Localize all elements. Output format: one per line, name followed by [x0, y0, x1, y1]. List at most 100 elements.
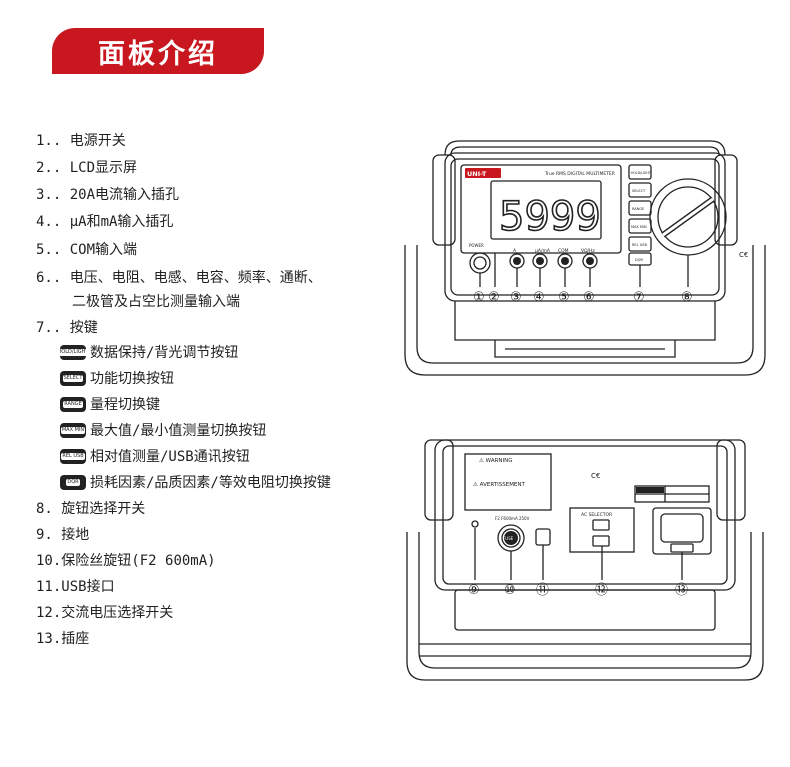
item-number: 3.	[36, 187, 53, 203]
item-text: 旋钮选择开关	[52, 501, 146, 517]
handle-outline	[444, 140, 726, 156]
callout-8: ⑧	[681, 290, 693, 305]
item-text: . 按键	[52, 320, 98, 336]
item-number: 1.	[36, 133, 53, 149]
button-label: SELECT	[632, 189, 646, 193]
select-button	[628, 182, 652, 198]
stand-outline	[406, 532, 764, 681]
list-item: 二极管及占空比测量输入端	[72, 291, 240, 311]
item-number: 5.	[36, 242, 53, 258]
list-item: 12.交流电压选择开关	[36, 602, 173, 622]
item-number: 13.	[36, 631, 62, 647]
item-number: 2.	[36, 160, 53, 176]
right-bracket	[714, 154, 738, 246]
fuse-text: FUSE	[503, 536, 514, 541]
list-item: 4.. μA和mA输入插孔	[36, 211, 173, 231]
list-item: 3.. 20A电流输入插孔	[36, 184, 179, 204]
item-text: 交流电压选择开关	[61, 605, 174, 621]
item-number: 6.	[36, 270, 53, 286]
avertissement-heading: ⚠ AVERTISSEMENT	[473, 482, 526, 488]
key-text: 相对值测量/USB通讯按钮	[90, 449, 250, 465]
item-text: 二极管及占空比测量输入端	[72, 294, 240, 310]
button-label: HOLD/LIGHT	[631, 171, 651, 175]
list-item: 5.. COM输入端	[36, 239, 137, 259]
item-text: . LCD显示屏	[52, 160, 138, 176]
item-number: 12.	[36, 605, 62, 621]
callout-6: ⑥	[583, 290, 595, 305]
item-text: . 电压、电阻、电感、电容、频率、通断、	[52, 270, 322, 286]
callout-5: ⑤	[558, 290, 570, 305]
list-item: 11.USB接口	[36, 576, 115, 596]
list-item: 1.. 电源开关	[36, 130, 126, 150]
item-text: . COM输入端	[52, 242, 138, 258]
display-frame	[460, 164, 622, 254]
button-label: DQR	[635, 258, 643, 262]
power-switch	[469, 252, 491, 274]
callout-13: ⑬	[675, 583, 688, 598]
ce-mark: C€	[739, 251, 748, 259]
rel-usb-key-icon: REL USB	[60, 448, 86, 464]
callout-2: ②	[488, 290, 500, 305]
hold-light-button	[628, 164, 652, 180]
key-text: 损耗因素/品质因素/等效电阻切换按键	[90, 475, 331, 491]
list-item: 7.. 按键	[36, 317, 98, 337]
usb-port	[535, 528, 551, 546]
item-number: 7.	[36, 320, 53, 336]
list-item: 13.插座	[36, 628, 89, 648]
callout-4: ④	[533, 290, 545, 305]
jack-label-a: A	[513, 248, 517, 254]
key-text: 数据保持/背光调节按钮	[90, 345, 239, 361]
ac-selector-label: AC SELECTOR	[581, 512, 612, 518]
item-number: 8.	[36, 501, 53, 517]
callout-11: ⑪	[536, 583, 549, 598]
callout-10: ⑩	[504, 583, 516, 598]
back-panel-drawing: ⚠ WARNING ⚠ AVERTISSEMENT F2 F600mA 250V…	[406, 439, 764, 681]
item-text: . 电源开关	[52, 133, 126, 149]
key-text: 量程切换键	[90, 397, 160, 413]
section-title-badge: 面板介绍	[52, 28, 264, 74]
callout-12: ⑫	[595, 583, 608, 598]
item-number: 11.	[36, 579, 62, 595]
warning-heading: ⚠ WARNING	[479, 458, 513, 464]
left-bracket	[432, 154, 456, 246]
left-bracket	[424, 439, 454, 521]
key-item: HOLD/LIGHT数据保持/背光调节按钮	[60, 342, 238, 362]
callout-7: ⑦	[633, 290, 645, 305]
callout-3: ③	[510, 290, 522, 305]
fuse-rating: F2 F600mA 250V	[495, 516, 530, 521]
section-title: 面板介绍	[98, 38, 218, 70]
item-text: . μA和mA输入插孔	[52, 214, 174, 230]
button-label: MAX MIN	[631, 225, 647, 229]
right-bracket	[716, 439, 746, 521]
list-item: 10.保险丝旋钮(F2 600mA)	[36, 550, 216, 570]
brand-logo: UNI-T	[467, 170, 487, 178]
item-text: . 20A电流输入插孔	[52, 187, 180, 203]
jack-label-v: VΩ/Hz	[581, 248, 595, 254]
item-text: 接地	[52, 527, 90, 543]
item-number: 9.	[36, 527, 53, 543]
list-item: 6.. 电压、电阻、电感、电容、频率、通断、	[36, 267, 322, 287]
warning-label	[464, 453, 552, 511]
front-panel-drawing: UNI-T True RMS DIGITAL MULTIMETER 5999 P…	[404, 140, 766, 376]
key-text: 最大值/最小值测量切换按钮	[90, 423, 267, 439]
key-text: 功能切换按钮	[90, 371, 174, 387]
select-key-icon: SELECT	[60, 370, 86, 386]
jack-label-com: COM	[558, 248, 569, 254]
jack-label-ua-ma: μA/mA	[535, 248, 551, 254]
list-item: 8. 旋钮选择开关	[36, 498, 145, 518]
hold-light-key-icon: HOLD/LIGHT	[60, 344, 86, 360]
item-number: 4.	[36, 214, 53, 230]
max-min-key-icon: MAX MIN	[60, 422, 86, 438]
button-label: RANGE	[632, 207, 644, 211]
callout-1: ①	[473, 290, 485, 305]
list-item: 9. 接地	[36, 524, 89, 544]
list-item: 2.. LCD显示屏	[36, 157, 137, 177]
item-text: 保险丝旋钮(F2 600mA)	[61, 553, 216, 569]
dqr-key-icon: DQR	[60, 474, 86, 490]
lcd-window	[490, 180, 602, 240]
button-label: REL USB	[632, 243, 647, 247]
